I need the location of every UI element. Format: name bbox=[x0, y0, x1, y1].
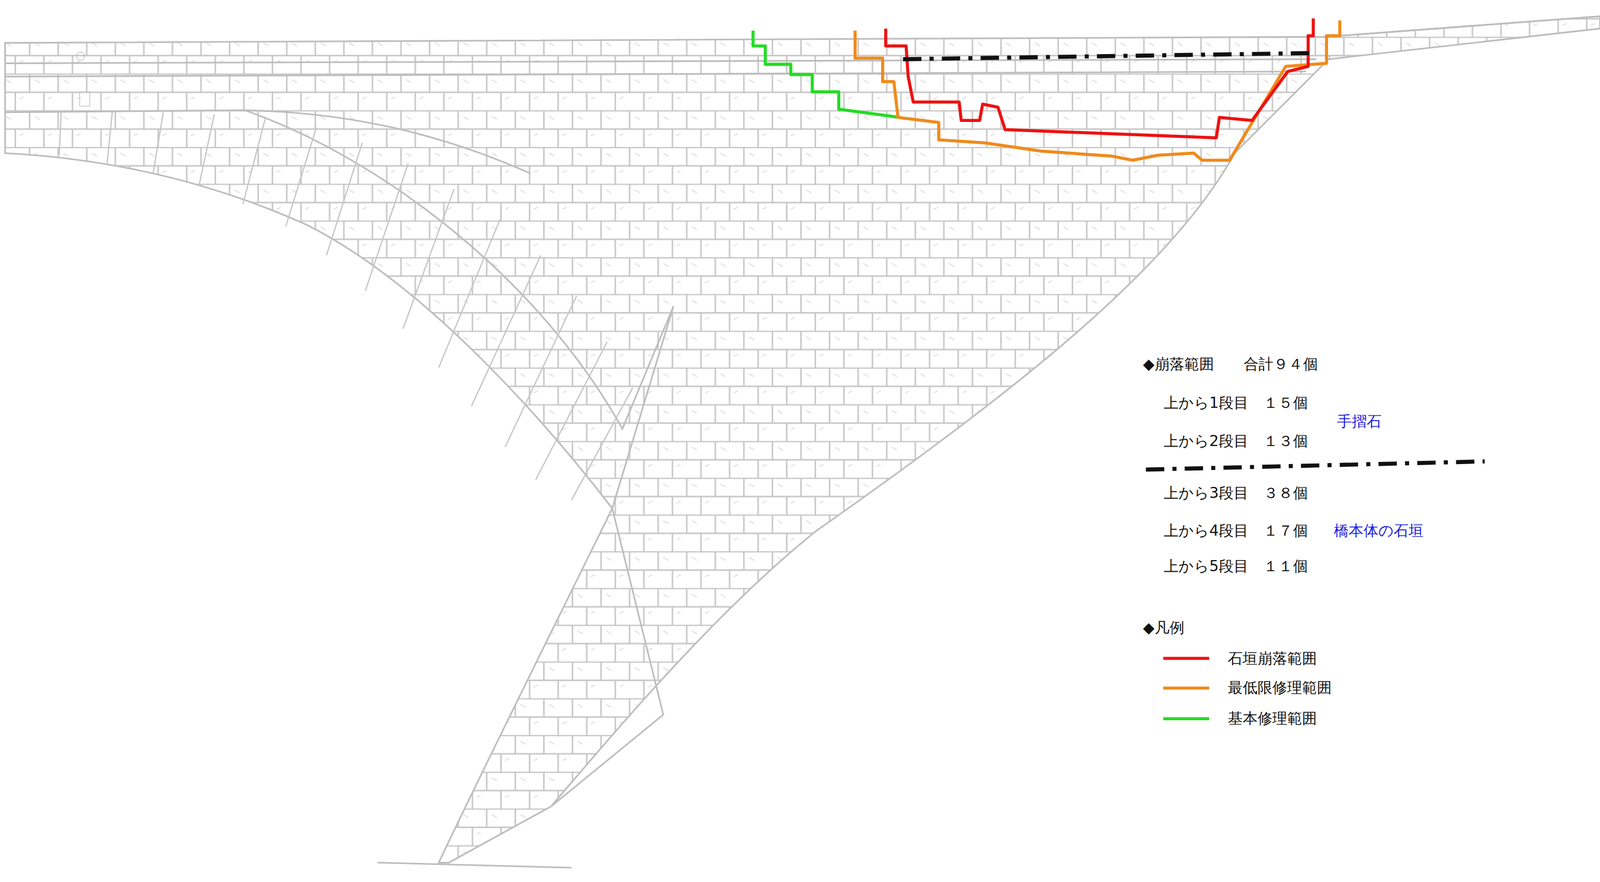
group-label: 手摺石 bbox=[1337, 412, 1382, 431]
legend-text: 基本修理範囲 bbox=[1227, 709, 1317, 728]
count-row: 上から2段目 １３個 bbox=[1163, 432, 1308, 451]
count-row: 上から3段目 ３８個 bbox=[1163, 484, 1308, 503]
group-label: 橋本体の石垣 bbox=[1333, 521, 1424, 540]
heading-note: ◆崩落範囲 合計９４個 bbox=[1143, 355, 1318, 374]
legend-text: 石垣崩落範囲 bbox=[1227, 649, 1317, 668]
count-row: 上から5段目 １１個 bbox=[1163, 557, 1308, 576]
count-row: 上から1段目 １５個 bbox=[1163, 393, 1308, 412]
legend-text: 最低限修理範囲 bbox=[1227, 678, 1332, 697]
count-row: 上から4段目 １７個 bbox=[1163, 521, 1308, 540]
legend-heading: ◆凡例 bbox=[1143, 618, 1185, 637]
